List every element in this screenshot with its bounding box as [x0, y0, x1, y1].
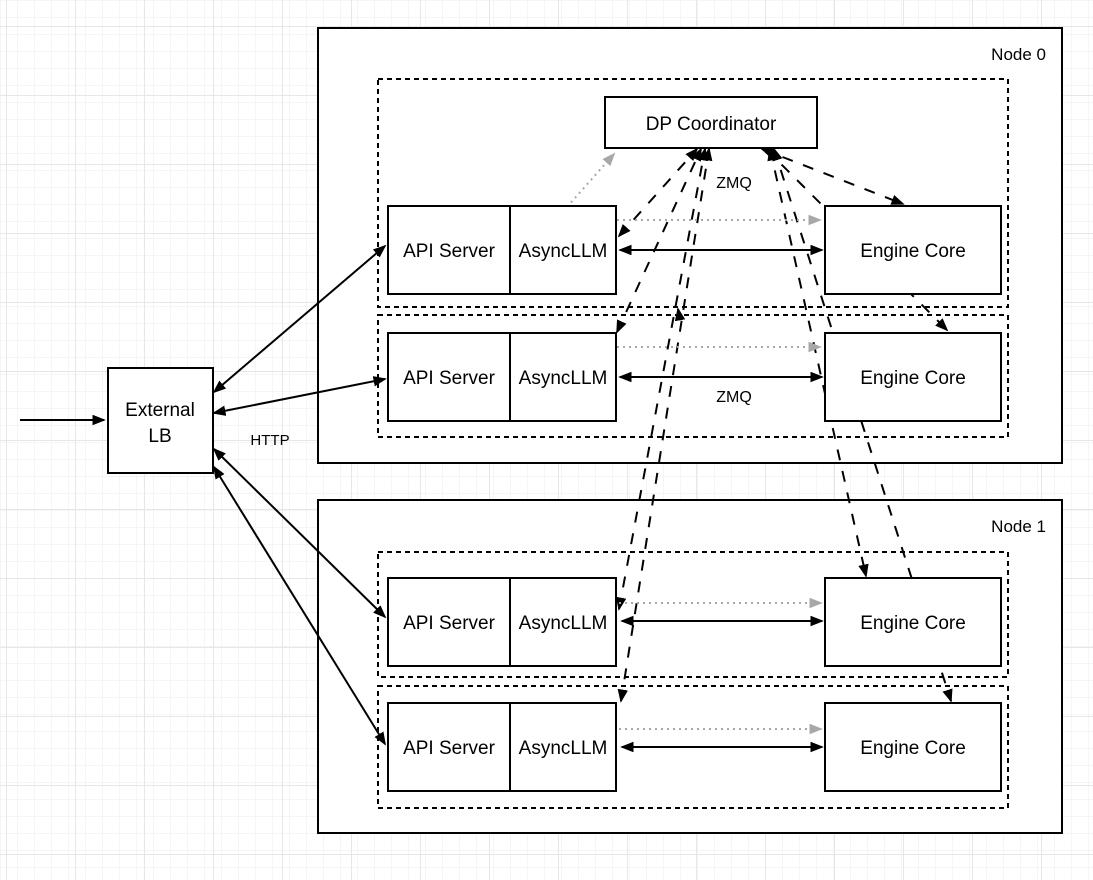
api-asyncllm-box-n1r1	[387, 577, 617, 667]
engine-core-label-n0r1: Engine Core	[860, 241, 966, 262]
engine-core-box-n0r1	[824, 205, 1002, 295]
engine-core-box-n1r2	[824, 702, 1002, 792]
api-server-label-n1r1: API Server	[403, 613, 496, 634]
replica-group-n0r2	[377, 314, 1009, 438]
asyncllm-label-n0r2: AsyncLLM	[519, 368, 608, 389]
dp-coordinator-box	[604, 96, 818, 149]
engine-core-box-n1r1	[824, 577, 1002, 667]
api-asyncllm-box-n0r1	[387, 205, 617, 295]
api-asyncllm-box-n0r2	[387, 332, 617, 422]
asyncllm-label-n1r2: AsyncLLM	[519, 738, 608, 759]
external-lb-label-line2: LB	[148, 426, 171, 447]
engine-core-label-n1r2: Engine Core	[860, 738, 966, 759]
asyncllm-label-n0r1: AsyncLLM	[519, 241, 608, 262]
http-label: HTTP	[250, 432, 289, 449]
http-link-lb-api-n1r2	[214, 467, 385, 744]
asyncllm-label-n1r1: AsyncLLM	[519, 613, 608, 634]
http-link-lb-api-n0r2	[214, 379, 385, 413]
external-lb-label-line1: External	[125, 400, 195, 421]
zmq-link-coordinator-engine-n1r2	[774, 149, 951, 701]
zmq-label-top: ZMQ	[716, 175, 752, 192]
api-server-label-n1r2: API Server	[403, 738, 496, 759]
replica-group-n1r1	[377, 551, 1009, 678]
api-server-label-n0r2: API Server	[403, 368, 496, 389]
http-link-lb-api-n0r1	[214, 246, 385, 392]
api-server-label-n0r1: API Server	[403, 241, 496, 262]
node1-title: Node 1	[991, 517, 1046, 536]
zmq-link-coordinator-asyncllm-n1r2	[621, 149, 709, 701]
engine-core-label-n1r1: Engine Core	[860, 613, 966, 634]
engine-core-box-n0r2	[824, 332, 1002, 422]
engine-core-label-n0r2: Engine Core	[860, 368, 966, 389]
dp-coordinator-label: DP Coordinator	[646, 114, 777, 135]
replica-group-n1r2	[377, 685, 1009, 809]
replica-group-n0r1	[377, 78, 1009, 308]
api-asyncllm-box-n1r2	[387, 702, 617, 792]
node0-title: Node 0	[991, 45, 1046, 64]
zmq-label-mid: ZMQ	[716, 389, 752, 406]
external-lb-box	[107, 367, 214, 474]
